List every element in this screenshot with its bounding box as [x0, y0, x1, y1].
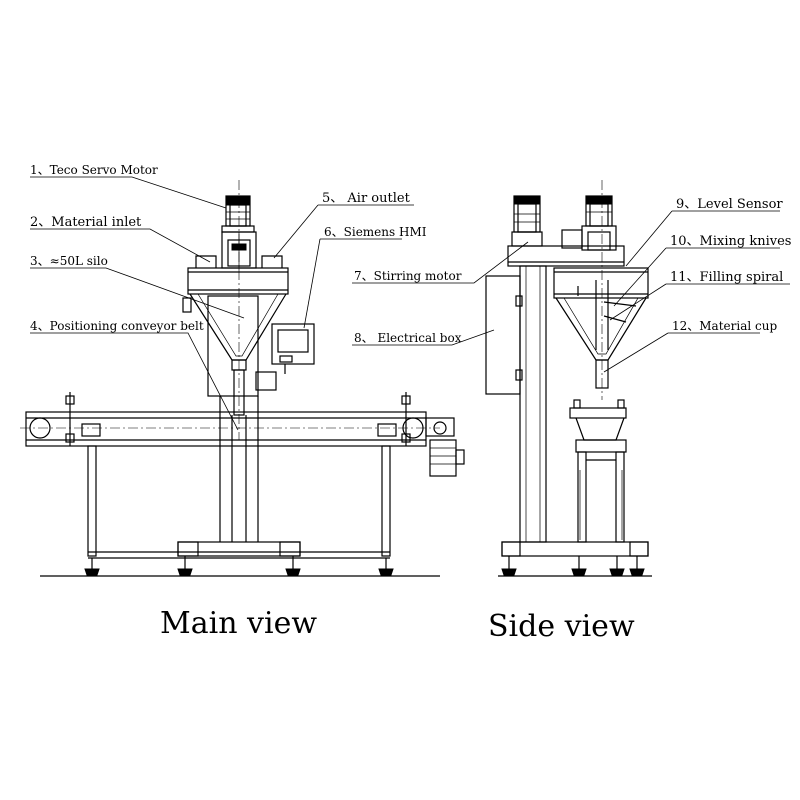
conveyor-belt [20, 392, 465, 576]
caption-side-view: Side view [488, 609, 635, 644]
hmi-panel [271, 323, 315, 374]
label-filling-spiral: 11、Filling spiral [670, 270, 783, 285]
label-level-sensor: 9、Level Sensor [676, 197, 783, 212]
label-stirring-motor: 7、Stirring motor [354, 269, 462, 283]
side-view-drawing [485, 180, 652, 577]
stirring-motor [511, 195, 543, 247]
label-siemens-hmi: 6、Siemens HMI [324, 225, 427, 239]
column-main [207, 295, 277, 542]
leader-lines [30, 176, 790, 431]
caption-main-view: Main view [160, 606, 317, 641]
label-material-cup: 12、Material cup [672, 319, 777, 333]
electrical-box [485, 275, 523, 395]
label-air-outlet: 5、 Air outlet [322, 191, 411, 206]
servo-motor-main [221, 195, 255, 233]
label-mixing-knives: 10、Mixing knives [670, 234, 791, 249]
label-silo: 3、≈50L silo [30, 254, 108, 268]
callout-labels: 1、Teco Servo Motor 2、Material inlet 3、≈5… [30, 163, 791, 345]
label-teco-servo-motor: 1、Teco Servo Motor [30, 163, 158, 177]
main-view-drawing [20, 180, 465, 577]
servo-motor-side [581, 195, 617, 251]
label-electrical-box: 8、 Electrical box [354, 331, 462, 345]
cup-holder [569, 399, 627, 543]
label-positioning-conveyor-belt: 4、Positioning conveyor belt [30, 319, 204, 333]
silo-top [187, 267, 289, 295]
label-material-inlet: 2、Material inlet [30, 215, 142, 230]
